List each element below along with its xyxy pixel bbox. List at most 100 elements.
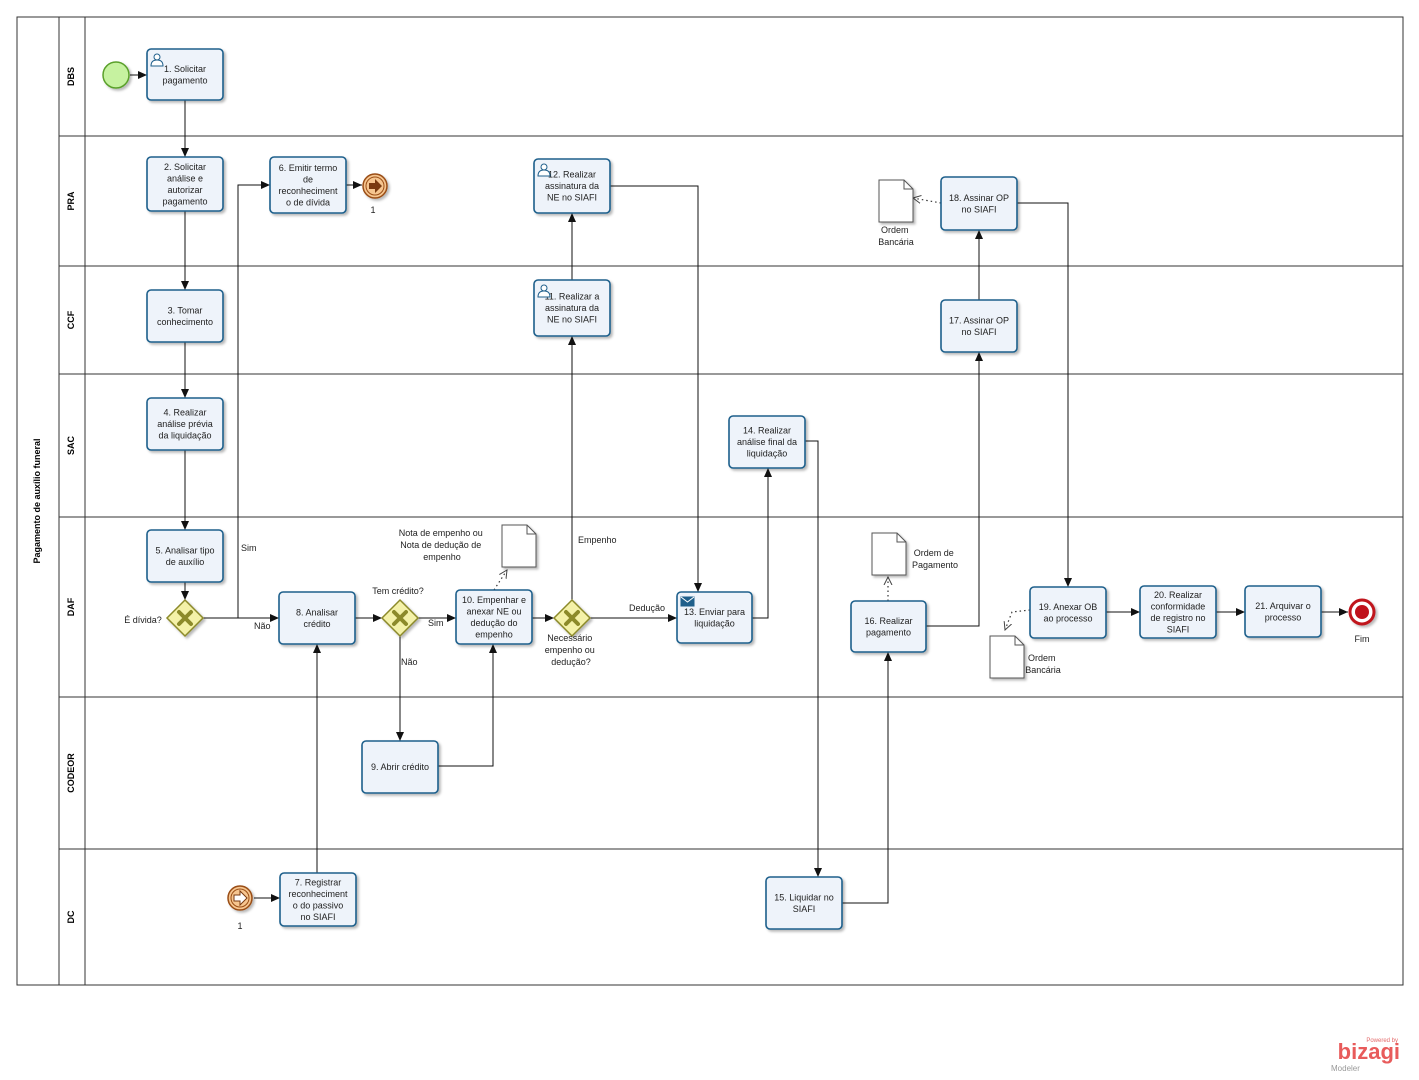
task-label-line: conformidade xyxy=(1151,601,1206,611)
task-label-line: no SIAFI xyxy=(961,327,996,337)
user-icon xyxy=(150,53,164,67)
task-t5[interactable]: 5. Analisar tipo de auxílio xyxy=(146,529,224,583)
doc-op-line: Pagamento xyxy=(912,560,958,570)
assoc-t18-doc-ob xyxy=(913,198,942,203)
gateways xyxy=(165,598,592,638)
task-label-line: 20. Realizar xyxy=(1154,590,1202,600)
task-label-line: 17. Assinar OP xyxy=(949,315,1009,325)
task-label-line: assinatura da xyxy=(545,303,599,313)
doc-ob-daf-line: Bancária xyxy=(1025,665,1061,675)
doc-ne-line: Nota de dedução de xyxy=(400,540,481,550)
lane-label-sac: SAC xyxy=(66,436,76,456)
gateway-g1[interactable] xyxy=(165,598,205,638)
task-label-line: processo xyxy=(1265,612,1302,622)
task-label-line: NE no SIAFI xyxy=(547,193,597,203)
doc-op-document-icon xyxy=(871,532,907,576)
gateway-g3[interactable] xyxy=(552,598,592,638)
task-label-line: liquidação xyxy=(747,449,788,459)
link-throw-event[interactable] xyxy=(362,173,388,199)
task-label-line: empenho xyxy=(475,629,513,639)
end-event[interactable] xyxy=(1348,598,1376,626)
task-label-line: 14. Realizar xyxy=(743,426,791,436)
task-label-line: 16. Realizar xyxy=(864,616,912,626)
assoc-t19-doc-ob xyxy=(1005,609,1031,630)
gateway-g3-line: dedução? xyxy=(551,657,591,667)
task-label-line: análise prévia xyxy=(157,419,213,429)
start-event[interactable] xyxy=(102,61,130,89)
task-label-line: pagamento xyxy=(162,75,207,85)
doc-ob-daf-line: Ordem xyxy=(1028,653,1056,663)
task-label-line: 15. Liquidar no xyxy=(774,892,834,902)
watermark-brand: bizagi xyxy=(1338,1039,1400,1064)
watermark-product: Modeler xyxy=(1331,1064,1360,1073)
flow-label-sim-g1: Sim xyxy=(241,543,257,553)
task-t9[interactable]: 9. Abrir crédito xyxy=(361,740,439,794)
link-catch-event[interactable] xyxy=(227,885,253,911)
task-label-line: o de dívida xyxy=(286,197,330,207)
flow-label-sim-g2: Sim xyxy=(428,618,444,628)
lane-label-dbs: DBS xyxy=(66,67,76,86)
exclusive-x-icon xyxy=(392,610,408,626)
arrow-right-icon xyxy=(369,179,382,193)
link-throw-label: 1 xyxy=(370,205,375,215)
doc-ob-pra-line: Bancária xyxy=(878,237,914,247)
task-label-line: conhecimento xyxy=(157,317,213,327)
task-label-line: dedução do xyxy=(470,618,517,628)
lane-label-pra: PRA xyxy=(66,191,76,211)
task-label-line: autorizar xyxy=(167,185,202,195)
task-label-line: 13. Enviar para xyxy=(684,607,745,617)
user-icon xyxy=(537,284,551,298)
task-label-line: assinatura da xyxy=(545,181,599,191)
flow-label-empenho: Empenho xyxy=(578,535,617,545)
task-label-line: de xyxy=(303,174,313,184)
task-label-line: o do passivo xyxy=(293,900,344,910)
doc-ne-document-icon xyxy=(501,524,537,568)
doc-ne-line: Nota de empenho ou xyxy=(399,528,483,538)
gateway-g2[interactable] xyxy=(380,598,420,638)
task-label-line: de auxílio xyxy=(166,557,205,567)
task-label-line: 10. Empenhar e xyxy=(462,595,526,605)
flow-label-nao-g2: Não xyxy=(401,657,418,667)
task-label-line: 5. Analisar tipo xyxy=(155,545,214,555)
task-label-line: 19. Anexar OB xyxy=(1039,602,1098,612)
task-label-line: 18. Assinar OP xyxy=(949,193,1009,203)
flow-label-deducao: Dedução xyxy=(629,603,665,613)
task-label-line: no SIAFI xyxy=(300,912,335,922)
gateway-g3-line: Necessário xyxy=(547,633,592,643)
doc-ne-label: Nota de empenho ou Nota de dedução de em… xyxy=(399,528,486,562)
envelope-icon xyxy=(680,596,695,607)
lane-label-codeor: CODEOR xyxy=(66,753,76,793)
lane-label-ccf: CCF xyxy=(66,310,76,329)
task-label-line: pagamento xyxy=(866,627,911,637)
task-label: 17. Assinar OP no SIAFI xyxy=(949,315,1009,337)
task-label-line: anexar NE ou xyxy=(466,606,521,616)
task-label-line: no SIAFI xyxy=(961,204,996,214)
task-label-line: 8. Analisar xyxy=(296,607,338,617)
end-event-label: Fim xyxy=(1355,634,1370,644)
task-t17[interactable]: 17. Assinar OP no SIAFI xyxy=(940,299,1018,353)
task-label-line: 9. Abrir crédito xyxy=(371,762,429,772)
